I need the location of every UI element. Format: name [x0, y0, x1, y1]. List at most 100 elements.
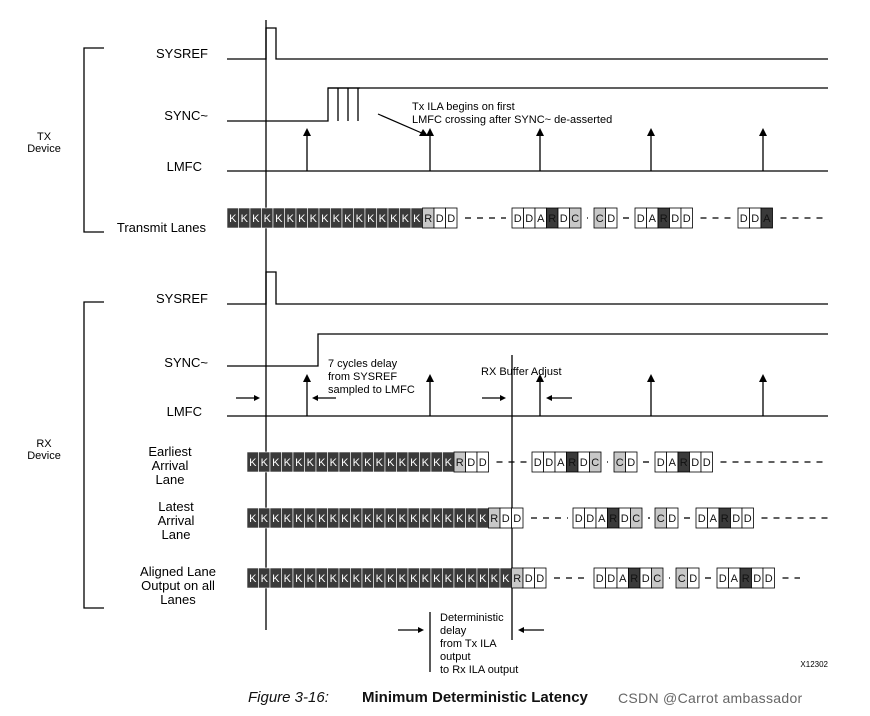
- group-cell: [589, 451, 602, 473]
- k-char: K: [252, 213, 260, 225]
- group-char: D: [744, 513, 752, 525]
- k-char: K: [261, 513, 269, 525]
- group-cell: [569, 207, 582, 229]
- k-char: K: [433, 573, 441, 585]
- tail-char: D: [513, 513, 521, 525]
- group-char: D: [689, 573, 697, 585]
- tx-sysref-wave: [227, 27, 828, 60]
- k-char: K: [321, 213, 329, 225]
- group-char: C: [596, 213, 604, 225]
- k-char: K: [502, 573, 510, 585]
- k-char: K: [456, 513, 464, 525]
- k-char: K: [445, 513, 453, 525]
- k-char: K: [410, 457, 418, 469]
- k-char: K: [272, 513, 280, 525]
- group-char: C: [616, 457, 624, 469]
- k-char: K: [341, 573, 349, 585]
- k-char: K: [410, 513, 418, 525]
- group-cell: [741, 507, 754, 529]
- group-char: D: [607, 573, 615, 585]
- group-cell: [625, 451, 638, 473]
- k-char: K: [284, 573, 292, 585]
- group-char: A: [649, 213, 657, 225]
- group-cell: [687, 567, 700, 589]
- latest-lane-label-3: Lane: [162, 527, 191, 542]
- tx-lanes-label: Transmit Lanes: [117, 220, 207, 235]
- earliest-lane-label-2: Arrival: [152, 458, 189, 473]
- group-cell: [651, 567, 664, 589]
- k-char: K: [261, 457, 269, 469]
- deterministic-arrow-left-head: [418, 627, 424, 633]
- earliest-lane-label-3: Lane: [156, 472, 185, 487]
- k-char: K: [491, 573, 499, 585]
- figure-caption: Figure 3-16: Minimum Deterministic Laten…: [0, 686, 870, 714]
- group-char: C: [632, 513, 640, 525]
- k-char: K: [399, 513, 407, 525]
- k-char: K: [376, 513, 384, 525]
- latest-lane-label-1: Latest: [158, 499, 194, 514]
- group-char: D: [668, 513, 676, 525]
- k-char: K: [387, 513, 395, 525]
- tx-lmfc-pulse-3-head: [647, 128, 655, 136]
- figure-id: X12302: [800, 660, 828, 669]
- tx-lmfc-label: LMFC: [167, 159, 202, 174]
- rx-delay-annotation-3: sampled to LMFC: [328, 384, 415, 396]
- k-char: K: [264, 213, 272, 225]
- tail-char: R: [490, 513, 498, 525]
- deterministic-annotation-3: from Tx ILA: [440, 638, 497, 650]
- tail-char: D: [479, 457, 487, 469]
- rx-buffer-adjust-label: RX Buffer Adjust: [481, 366, 562, 378]
- group-char: C: [678, 573, 686, 585]
- k-char: K: [433, 513, 441, 525]
- k-char: K: [379, 213, 387, 225]
- group-char: D: [545, 457, 553, 469]
- k-char: K: [272, 457, 280, 469]
- group-char: R: [742, 573, 750, 585]
- k-char: K: [468, 573, 476, 585]
- group-char: D: [596, 573, 604, 585]
- rx-lmfc-pulse-4-head: [759, 374, 767, 382]
- k-char: K: [422, 513, 430, 525]
- k-char: K: [261, 573, 269, 585]
- k-char: K: [376, 573, 384, 585]
- rx-group-label-2: Device: [27, 450, 61, 462]
- k-char: K: [318, 457, 326, 469]
- k-char: K: [456, 573, 464, 585]
- group-char: D: [753, 573, 761, 585]
- rx-sync-wave: [227, 333, 828, 367]
- group-char: R: [548, 213, 556, 225]
- deterministic-annotation-4: output: [440, 651, 471, 663]
- rx-lmfc-pulse-1-head: [426, 374, 434, 382]
- group-cell: [700, 451, 713, 473]
- aligned-lane-label-1: Aligned Lane: [140, 564, 216, 579]
- group-char: D: [642, 573, 650, 585]
- group-char: D: [580, 457, 588, 469]
- group-char: R: [721, 513, 729, 525]
- k-char: K: [295, 513, 303, 525]
- k-char: K: [295, 573, 303, 585]
- group-char: R: [568, 457, 576, 469]
- rx-group-label-1: RX: [36, 438, 52, 450]
- k-char: K: [341, 513, 349, 525]
- k-char: K: [353, 573, 361, 585]
- group-char: C: [657, 513, 665, 525]
- group-char: D: [751, 213, 759, 225]
- rx-sync-label: SYNC~: [164, 355, 208, 370]
- group-char: C: [653, 573, 661, 585]
- group-char: D: [719, 573, 727, 585]
- group-char: D: [740, 213, 748, 225]
- watermark: CSDN @Carrot ambassador: [618, 690, 803, 706]
- group-char: A: [763, 213, 771, 225]
- group-cell: [680, 207, 693, 229]
- group-cell: [605, 207, 618, 229]
